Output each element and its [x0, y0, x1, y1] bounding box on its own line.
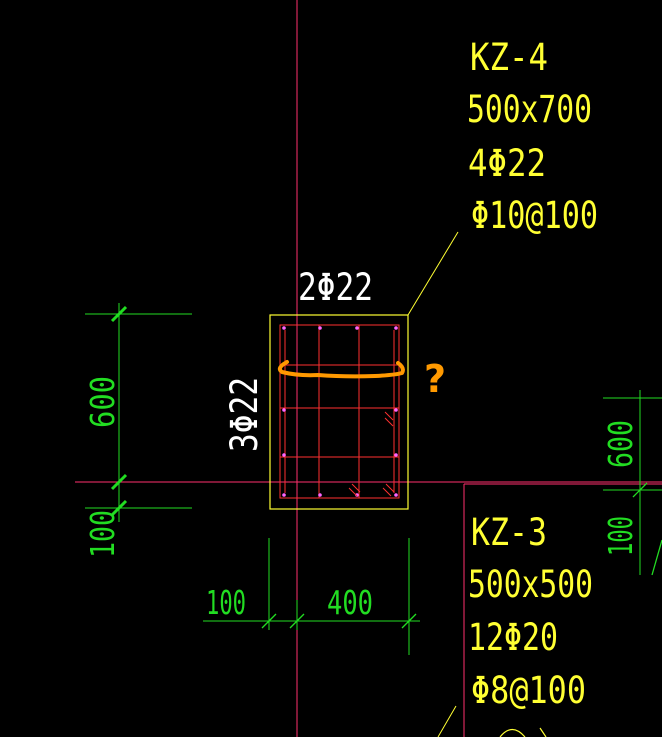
kz4-column-outline [269, 314, 409, 510]
kz3-bars: 12Φ20 [468, 616, 558, 659]
kz4-rebar-dots [282, 326, 398, 497]
right-dimension-lines [603, 390, 662, 575]
right-dimension-ticks [632, 482, 662, 576]
kz4-top-bars: 2Φ22 [298, 266, 373, 309]
kz4-hook-marks [348, 411, 395, 497]
kz4-corner-bars: 4Φ22 [468, 142, 546, 185]
kz4-stirrup: Φ10@100 [471, 194, 598, 237]
markup-question: ? [424, 357, 446, 401]
kz3-leader-line [437, 705, 457, 737]
dim-left-100: 100 [83, 510, 122, 558]
left-dimension-ticks [110, 305, 128, 517]
kz4-size: 500x700 [467, 88, 592, 131]
bottom-dimension-lines [203, 538, 420, 655]
dim-right-100: 100 [601, 516, 640, 556]
kz4-leader-line [407, 231, 459, 316]
bottom-dimension-ticks [261, 613, 417, 629]
kz3-cutoff-text [499, 727, 547, 737]
kz4-name: KZ-4 [470, 36, 548, 79]
dim-bottom-100: 100 [206, 583, 246, 622]
left-dimension-lines [85, 303, 192, 522]
kz3-size: 500x500 [468, 563, 593, 606]
kz4-side-bars: 3Φ22 [223, 377, 266, 452]
kz4-rebar-cage [279, 324, 400, 499]
markup-bracket [277, 360, 405, 379]
dim-left-600: 600 [83, 376, 122, 428]
kz3-stirrup: Φ8@100 [471, 669, 586, 712]
dim-bottom-400: 400 [327, 583, 373, 622]
kz3-name: KZ-3 [471, 511, 547, 554]
dim-right-600: 600 [601, 420, 640, 468]
